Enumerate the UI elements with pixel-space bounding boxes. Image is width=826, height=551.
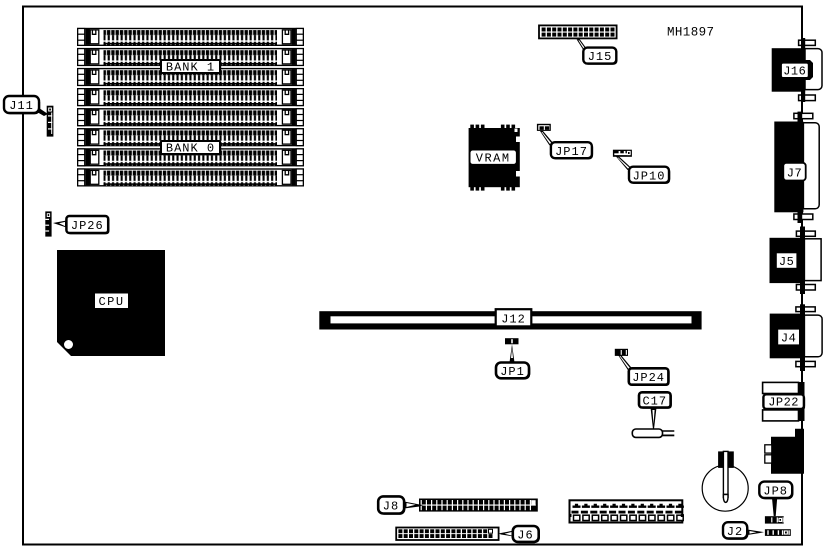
svg-text:C17: C17 [642, 395, 667, 409]
svg-text:JP1: JP1 [500, 365, 525, 379]
svg-text:JP26: JP26 [71, 219, 104, 233]
svg-text:BANK 0: BANK 0 [166, 142, 215, 156]
svg-text:J11: J11 [9, 99, 34, 113]
svg-text:JP17: JP17 [555, 145, 588, 159]
svg-text:VRAM: VRAM [476, 152, 511, 166]
svg-text:J16: J16 [783, 65, 806, 79]
svg-text:JP8: JP8 [763, 484, 788, 498]
svg-text:J2: J2 [727, 525, 743, 539]
svg-text:J15: J15 [588, 50, 613, 64]
svg-text:MH1897: MH1897 [667, 26, 714, 40]
svg-text:J12: J12 [501, 313, 526, 327]
svg-text:J7: J7 [787, 166, 802, 180]
svg-text:BANK 1: BANK 1 [166, 61, 215, 75]
svg-text:CPU: CPU [98, 295, 124, 309]
svg-text:J5: J5 [779, 255, 794, 269]
svg-text:J8: J8 [383, 500, 399, 514]
svg-text:J6: J6 [517, 528, 533, 542]
svg-text:JP24: JP24 [632, 371, 665, 385]
svg-text:JP10: JP10 [633, 169, 666, 183]
svg-text:J4: J4 [781, 331, 796, 345]
svg-text:JP22: JP22 [768, 396, 799, 410]
